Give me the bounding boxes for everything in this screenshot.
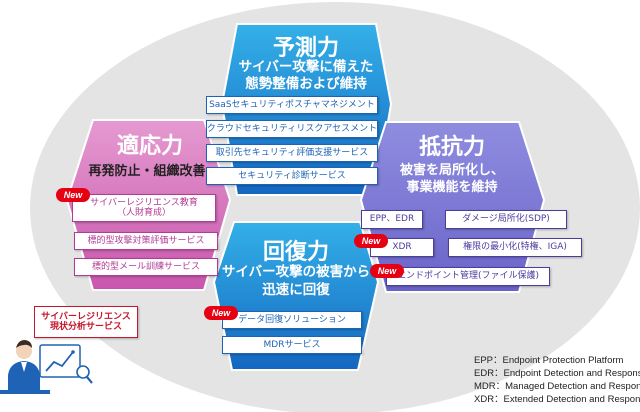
service-resilience-education-line1: サイバーレジリエンス教育 [90, 197, 198, 208]
service-endpoint-management[interactable]: エンドポイント管理(ファイル保護) [386, 267, 550, 286]
abbreviation-legend: EPP：Endpoint Protection Platform EDR：End… [474, 354, 640, 406]
background-oval [30, 2, 640, 412]
service-saas-posture[interactable]: SaaSセキュリティポスチャマネジメント [206, 96, 378, 114]
service-targeted-attack-evaluation[interactable]: 標的型攻撃対策評価サービス [74, 232, 218, 250]
new-badge: New [370, 264, 404, 278]
service-resilience-education-line2: （人財育成） [116, 208, 171, 218]
legend-mdr: MDR：Managed Detection and Response [474, 381, 640, 392]
new-badge: New [56, 188, 90, 202]
yosoku-title: 予測力 [272, 36, 339, 61]
service-epp-edr[interactable]: EPP、EDR [361, 210, 423, 229]
service-privilege-minimization[interactable]: 権限の最小化(特権、IGA) [448, 238, 582, 257]
hexagon-kaifuku [214, 222, 378, 370]
teikou-subtitle-line1: 被害を局所化し、 [399, 163, 504, 178]
tekiou-title: 適応力 [116, 134, 183, 159]
new-badge: New [354, 234, 388, 248]
new-badge: New [204, 306, 238, 320]
legend-edr: EDR：Endpoint Detection and Response [474, 368, 640, 379]
service-mdr[interactable]: MDRサービス [222, 336, 362, 354]
service-resilience-analysis-line2: 現状分析サービス [49, 322, 122, 332]
service-damage-localization-sdp[interactable]: ダメージ局所化(SDP) [445, 210, 567, 229]
legend-epp: EPP：Endpoint Protection Platform [474, 355, 624, 366]
kaifuku-subtitle-line2: 迅速に回復 [262, 282, 330, 298]
kaifuku-subtitle-line1: サイバー攻撃の被害から [221, 264, 371, 280]
teikou-subtitle-line2: 事業機能を維持 [406, 180, 498, 195]
service-targeted-mail-training[interactable]: 標的型メール訓練サービス [74, 258, 218, 276]
yosoku-subtitle-line2: 態勢整備および維持 [245, 76, 367, 92]
service-partner-security-evaluation[interactable]: 取引先セキュリティ評価支援サービス [206, 144, 378, 162]
service-data-recovery[interactable]: データ回復ソリューション [222, 311, 362, 329]
service-security-diagnosis[interactable]: セキュリティ診断サービス [206, 167, 378, 185]
service-resilience-education[interactable]: サイバーレジリエンス教育 （人財育成） [72, 194, 216, 222]
yosoku-subtitle-line1: サイバー攻撃に備えた [238, 59, 374, 75]
service-resilience-analysis-line1: サイバーレジリエンス [41, 311, 131, 322]
person-with-chart-icon [0, 340, 93, 394]
service-resilience-analysis[interactable]: サイバーレジリエンス 現状分析サービス [34, 306, 138, 338]
tekiou-subtitle: 再発防止・組織改善 [88, 164, 206, 179]
teikou-title: 抵抗力 [418, 135, 485, 160]
kaifuku-title: 回復力 [262, 240, 329, 265]
service-cloud-risk-assessment[interactable]: クラウドセキュリティリスクアセスメント [206, 120, 378, 138]
legend-xdr: XDR：Extended Detection and Response [474, 394, 640, 405]
